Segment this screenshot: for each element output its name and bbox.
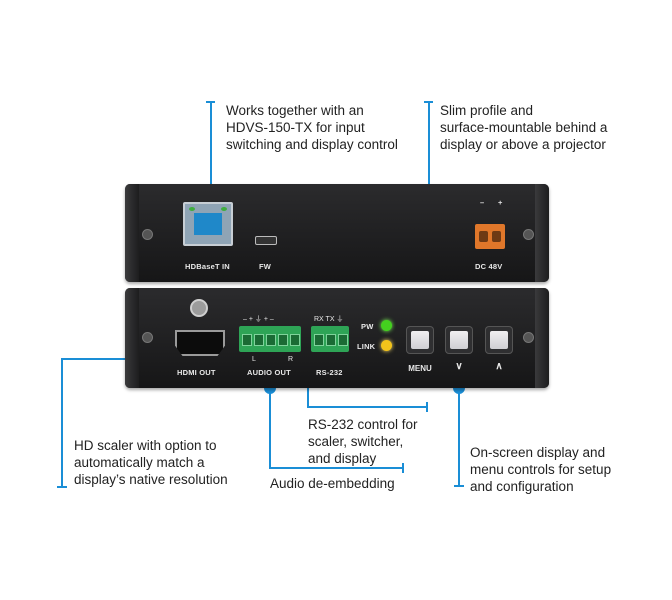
callout-rj45-line1: Works together with an bbox=[226, 103, 364, 118]
audio-left-mark: L bbox=[252, 356, 256, 363]
callout-audio: Audio de-embedding bbox=[270, 475, 395, 492]
terminal-pin bbox=[278, 334, 288, 346]
terminal-pin bbox=[242, 334, 252, 346]
callout-audio-line1: Audio de-embedding bbox=[270, 476, 395, 491]
leader-osd-vertical bbox=[458, 387, 460, 486]
rs232-terminal-block bbox=[311, 326, 349, 352]
dc-minus-mark: – bbox=[480, 198, 485, 207]
callout-rj45: Works together with an HDVS-150-TX for i… bbox=[226, 102, 398, 153]
dc-48v-connector bbox=[475, 224, 505, 249]
terminal-pin bbox=[254, 334, 264, 346]
back-panel-right-flange bbox=[535, 184, 549, 282]
link-led bbox=[381, 340, 392, 351]
terminal-pin bbox=[326, 334, 336, 346]
menu-button[interactable] bbox=[406, 326, 434, 354]
hdmi-out-label: HDMI OUT bbox=[177, 368, 216, 377]
dc-pin bbox=[479, 231, 488, 242]
terminal-pin bbox=[266, 334, 276, 346]
audio-out-label: AUDIO OUT bbox=[247, 368, 291, 377]
callout-rs232: RS-232 control for scaler, switcher, and… bbox=[308, 416, 418, 467]
rs232-label: RS-232 bbox=[316, 368, 343, 377]
callout-scaler-line1: HD scaler with option to bbox=[74, 438, 217, 453]
pw-led bbox=[381, 320, 392, 331]
terminal-pin bbox=[314, 334, 324, 346]
down-button[interactable] bbox=[445, 326, 473, 354]
leader-audio-cap bbox=[402, 463, 404, 473]
callout-osd-line2: menu controls for setup bbox=[470, 462, 612, 477]
hdbaset-in-label: HDBaseT IN bbox=[185, 262, 230, 271]
rj45-led-left bbox=[189, 207, 195, 211]
leader-audio-vertical bbox=[269, 387, 271, 469]
callout-profile-line1: Slim profile and bbox=[440, 103, 534, 118]
screw-icon bbox=[142, 332, 153, 343]
fw-label: FW bbox=[259, 262, 272, 271]
callout-profile-line2: surface-mountable behind a bbox=[440, 120, 608, 135]
up-button[interactable] bbox=[485, 326, 513, 354]
audio-right-mark: R bbox=[288, 356, 294, 363]
callout-osd-line3: and configuration bbox=[470, 479, 574, 494]
link-label: LINK bbox=[357, 342, 376, 351]
leader-hdmi-vertical bbox=[61, 358, 63, 487]
device-back-panel: HDBaseT IN FW – + DC 48V bbox=[125, 184, 549, 282]
leader-rj45-line bbox=[209, 101, 212, 231]
pw-label: PW bbox=[361, 322, 374, 331]
rj45-socket bbox=[194, 213, 222, 235]
hdmi-out-port bbox=[175, 330, 225, 356]
down-button-cap bbox=[450, 331, 468, 349]
menu-button-label: MENU bbox=[408, 364, 432, 373]
leader-rs232-cap bbox=[426, 402, 428, 412]
leader-osd-cap bbox=[454, 485, 464, 487]
rj45-led-right bbox=[221, 207, 227, 211]
chassis-ground-knob bbox=[190, 299, 208, 317]
front-panel-left-flange bbox=[125, 288, 139, 388]
terminal-pin bbox=[338, 334, 348, 346]
callout-scaler-line3: display’s native resolution bbox=[74, 472, 228, 487]
up-arrow-icon: ∧ bbox=[495, 361, 503, 372]
rs232-terminal-marks: RX TX ⏚ bbox=[314, 316, 344, 323]
leader-rs232-horizontal bbox=[307, 406, 427, 408]
callout-profile-line3: display or above a projector bbox=[440, 137, 606, 152]
audio-terminal-marks: – + ⏚ + – bbox=[243, 316, 274, 323]
fw-usb-port bbox=[255, 236, 277, 245]
leader-hdmi-horizontal bbox=[61, 358, 173, 360]
device-front-panel: HDMI OUT – + ⏚ + – L R AUDIO OUT RX TX ⏚… bbox=[125, 288, 549, 388]
audio-out-terminal-block bbox=[239, 326, 301, 352]
callout-rs232-line1: RS-232 control for bbox=[308, 417, 418, 432]
leader-audio-horizontal bbox=[269, 467, 403, 469]
terminal-pin bbox=[290, 334, 300, 346]
dc-pin bbox=[492, 231, 501, 242]
screw-icon bbox=[142, 229, 153, 240]
callout-scaler: HD scaler with option to automatically m… bbox=[74, 437, 228, 488]
front-panel-right-flange bbox=[535, 288, 549, 388]
screw-icon bbox=[523, 332, 534, 343]
dc-48v-label: DC 48V bbox=[475, 262, 503, 271]
leader-profile-line bbox=[427, 101, 430, 195]
callout-osd: On-screen display and menu controls for … bbox=[470, 444, 611, 495]
callout-osd-line1: On-screen display and bbox=[470, 445, 606, 460]
callout-rj45-line3: switching and display control bbox=[226, 137, 398, 152]
up-button-cap bbox=[490, 331, 508, 349]
callout-scaler-line2: automatically match a bbox=[74, 455, 205, 470]
screw-icon bbox=[523, 229, 534, 240]
down-arrow-icon: ∨ bbox=[455, 361, 463, 372]
callout-rs232-line2: scaler, switcher, bbox=[308, 434, 404, 449]
hdbaset-in-port bbox=[183, 202, 233, 246]
back-panel-left-flange bbox=[125, 184, 139, 282]
callout-rs232-line3: and display bbox=[308, 451, 377, 466]
dc-plus-mark: + bbox=[498, 198, 503, 207]
leader-hdmi-cap bbox=[57, 486, 67, 488]
callout-rj45-line2: HDVS-150-TX for input bbox=[226, 120, 365, 135]
callout-profile: Slim profile and surface-mountable behin… bbox=[440, 102, 607, 153]
menu-button-cap bbox=[411, 331, 429, 349]
